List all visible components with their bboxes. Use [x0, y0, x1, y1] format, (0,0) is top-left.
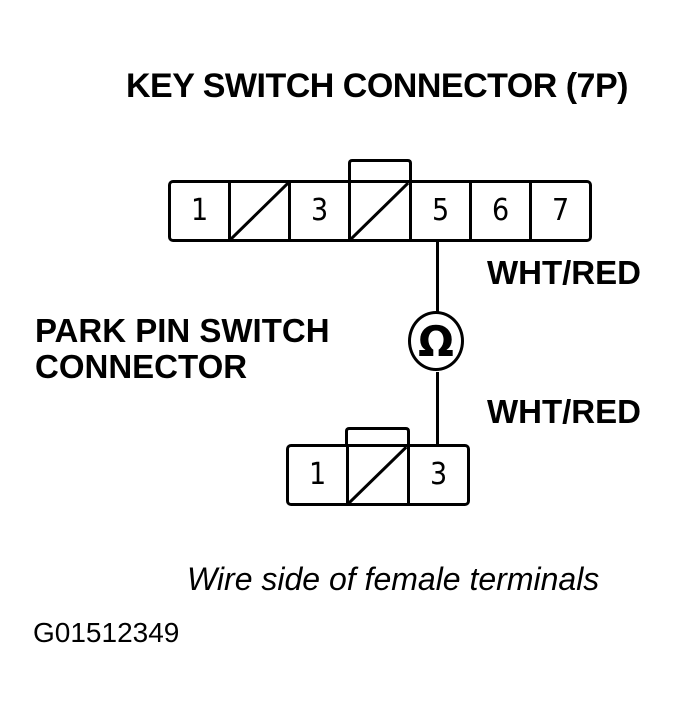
pin-number: 3	[429, 457, 447, 492]
key-switch-connector-keying-tab	[348, 159, 412, 183]
key-switch-pin-cell-7: 7	[532, 183, 589, 239]
diagram-title: KEY SWITCH CONNECTOR (7P)	[126, 67, 628, 105]
park-pin-switch-connector-label: PARK PIN SWITCH CONNECTOR	[35, 313, 330, 385]
key-switch-pin-cell-2-no-pin	[231, 183, 292, 239]
wire-color-label-lower: WHT/RED	[487, 393, 641, 430]
park-pin-label-line2: CONNECTOR	[35, 348, 248, 385]
park-pin-cell-3: 3	[410, 447, 467, 503]
pin-number: 3	[311, 193, 329, 228]
wire-color-label-upper: WHT/RED	[487, 254, 641, 291]
park-pin-label-line1: PARK PIN SWITCH	[35, 312, 330, 349]
no-pin-slash-icon	[351, 183, 408, 239]
park-pin-connector-keying-tab	[345, 427, 410, 447]
diagram-caption: Wire side of female terminals	[187, 561, 600, 597]
park-pin-cell-1: 1	[289, 447, 350, 503]
figure-id: G01512349	[33, 617, 180, 648]
pin-number: 5	[431, 193, 449, 228]
key-switch-connector: 1 3 5 6 7	[168, 180, 592, 242]
ohm-glyph-icon: Ω	[418, 317, 454, 366]
key-switch-pin-cell-4-no-pin	[351, 183, 412, 239]
key-switch-pin-cell-1: 1	[171, 183, 232, 239]
key-switch-pin-cell-3: 3	[291, 183, 352, 239]
park-pin-cell-2-no-pin	[349, 447, 410, 503]
key-switch-pin-cell-5: 5	[412, 183, 472, 239]
park-pin-switch-connector: 1 3	[286, 444, 470, 506]
key-switch-pin-cell-6: 6	[472, 183, 532, 239]
ohmmeter-symbol: Ω	[408, 311, 464, 371]
pin-number: 1	[309, 457, 327, 492]
no-pin-slash-icon	[231, 183, 288, 239]
pin-number: 1	[190, 193, 209, 228]
pin-number: 6	[491, 193, 509, 228]
wire-upper-segment	[436, 241, 439, 312]
no-pin-slash-icon	[349, 447, 406, 503]
wire-lower-segment	[436, 372, 439, 445]
pin-number: 7	[551, 193, 569, 228]
